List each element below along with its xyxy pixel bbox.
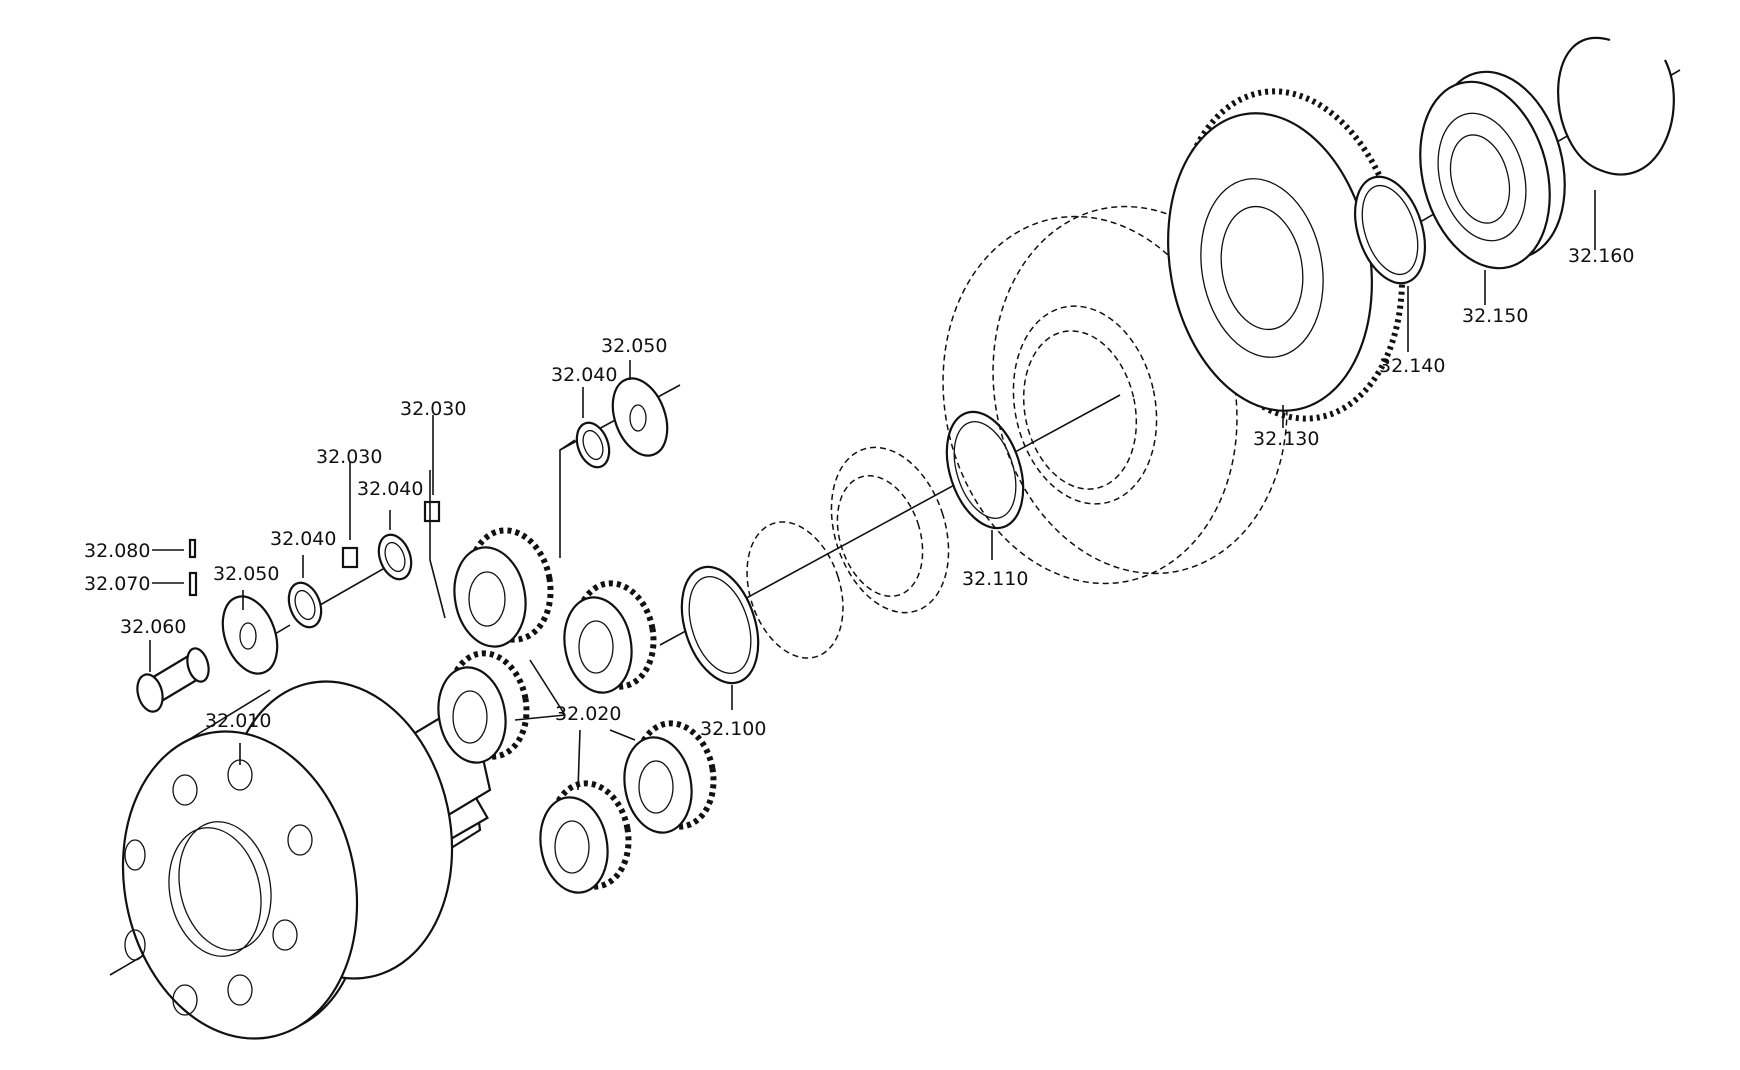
label-32-040-middle: 32.040 [357,478,423,500]
label-32-130: 32.130 [1253,428,1319,450]
label-32-140: 32.140 [1379,355,1445,377]
part-32-080-roll-pin [188,538,197,559]
part-32-020-planet-gear-left [437,650,530,764]
label-32-040-right: 32.040 [551,364,617,386]
part-32-050-thrust-washer-right [611,377,669,457]
label-32-100: 32.100 [700,718,766,740]
part-32-040-snap-ring-c [575,421,611,469]
part-32-110-retaining-ring [945,410,1025,530]
part-32-150-bearing [1419,70,1566,270]
part-32-140-retaining-ring [1354,175,1426,285]
leader-lines [149,190,1596,791]
part-32-100-retaining-ring [680,565,760,685]
dashed-bearing [830,446,950,614]
part-32-060-planet-pin [136,647,210,713]
part-32-040-snap-ring-a [287,581,323,629]
part-32-050-thrust-washer-left [221,595,279,675]
part-32-010-planet-carrier [121,680,492,1040]
label-32-150: 32.150 [1462,305,1528,327]
label-32-030-upper: 32.030 [400,398,466,420]
part-32-160-snap-ring [1557,36,1675,176]
part-32-020-planet-gear-bottom-left [539,780,632,894]
label-32-050-right: 32.050 [601,335,667,357]
part-32-020-planet-gear-mid [563,580,657,694]
part-32-030-needle-bearing-a [341,546,359,569]
label-32-040-left: 32.040 [270,528,336,550]
dashed-circlip [746,521,844,659]
part-32-020-planet-gear-top [453,527,554,648]
part-32-070-roll-pin [188,571,198,597]
part-32-020-planet-gear-bottom-right [623,720,717,834]
label-32-080: 32.080 [84,540,150,562]
part-32-040-snap-ring-b [377,533,413,581]
label-32-110: 32.110 [962,568,1028,590]
part-32-030-needle-bearing-b [423,500,441,523]
label-32-020: 32.020 [555,703,621,725]
label-32-160: 32.160 [1568,245,1634,267]
label-32-050-left: 32.050 [213,563,279,585]
label-32-070: 32.070 [84,573,150,595]
label-32-010: 32.010 [205,710,271,732]
label-32-030-lower: 32.030 [316,446,382,468]
label-32-060: 32.060 [120,616,186,638]
